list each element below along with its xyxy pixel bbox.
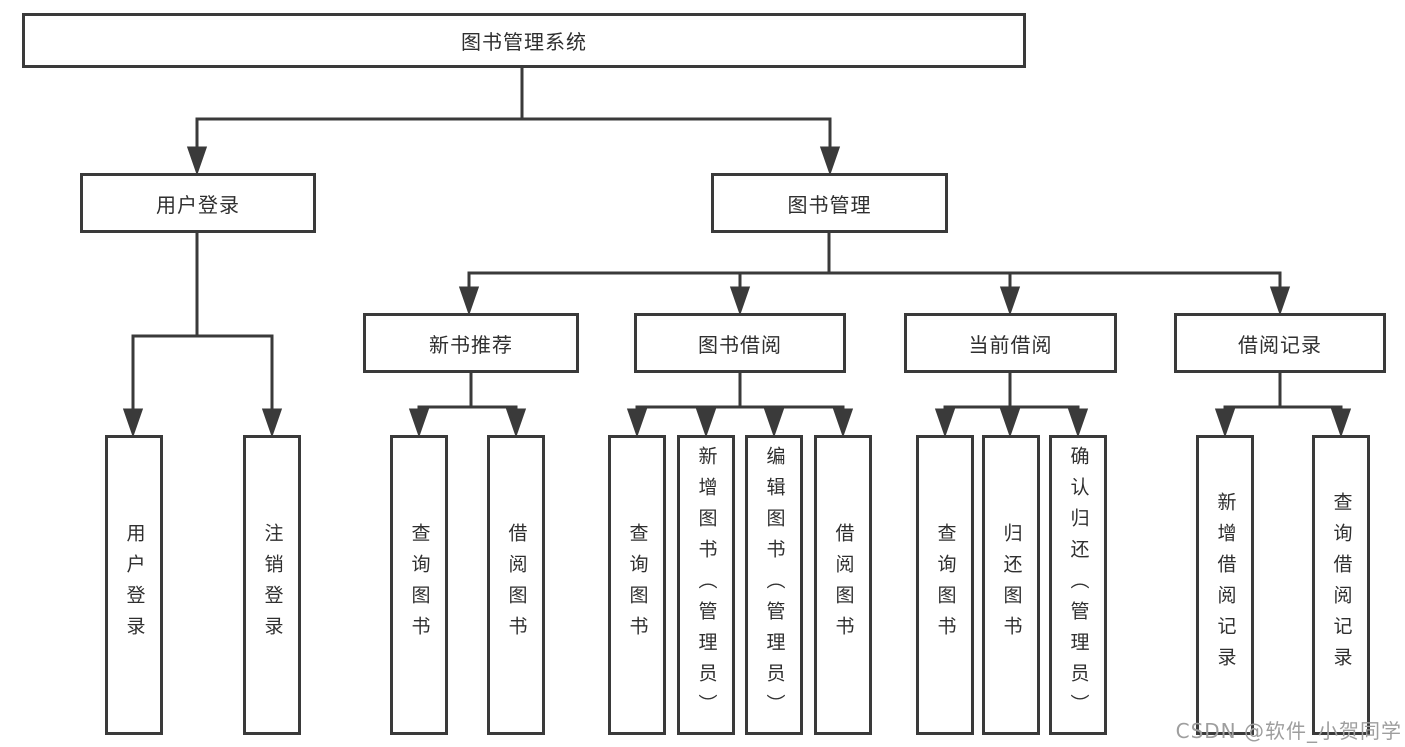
node-label: 新增图书（管理员） bbox=[695, 445, 718, 725]
node-label: 查询借阅记录 bbox=[1330, 492, 1353, 678]
node-label: 确认归还（管理员） bbox=[1067, 445, 1090, 725]
connector-user-login bbox=[122, 233, 283, 438]
node-book-management: 图书管理 bbox=[711, 173, 948, 233]
arrow-down-icon bbox=[999, 408, 1021, 438]
connector-borrowing-records bbox=[1214, 373, 1352, 438]
node-label: 新书推荐 bbox=[429, 332, 513, 357]
arrow-down-icon bbox=[122, 408, 144, 438]
leaf-return-books: 归还图书 bbox=[982, 435, 1040, 735]
arrow-down-icon bbox=[1214, 408, 1236, 438]
node-label: 借阅记录 bbox=[1238, 332, 1322, 357]
arrow-down-icon bbox=[186, 146, 208, 176]
connector-new-book-recommendation bbox=[408, 373, 527, 438]
leaf-add-borrow-record: 新增借阅记录 bbox=[1196, 435, 1254, 735]
leaf-query-books-current: 查询图书 bbox=[916, 435, 974, 735]
node-library-management-system: 图书管理系统 bbox=[22, 13, 1026, 68]
connector-book-management bbox=[458, 233, 1291, 316]
node-label: 图书管理 bbox=[787, 192, 872, 217]
node-book-borrowing: 图书借阅 bbox=[634, 313, 846, 373]
node-label: 查询图书 bbox=[934, 523, 957, 647]
arrow-down-icon bbox=[729, 286, 751, 316]
arrow-down-icon bbox=[763, 408, 785, 438]
node-label: 当前借阅 bbox=[968, 332, 1053, 357]
leaf-edit-book-admin: 编辑图书（管理员） bbox=[745, 435, 803, 735]
arrow-down-icon bbox=[458, 286, 480, 316]
arrow-down-icon bbox=[408, 408, 430, 438]
arrow-down-icon bbox=[832, 408, 854, 438]
node-label: 查询图书 bbox=[408, 523, 431, 647]
arrow-down-icon bbox=[934, 408, 956, 438]
csdn-watermark: CSDN @软件_小贺同学 bbox=[1175, 719, 1402, 743]
arrow-down-icon bbox=[819, 146, 841, 176]
connector-root bbox=[186, 68, 841, 176]
node-current-borrowing: 当前借阅 bbox=[904, 313, 1117, 373]
node-label: 编辑图书（管理员） bbox=[763, 445, 786, 725]
arrow-down-icon bbox=[626, 408, 648, 438]
leaf-borrow-books-recommend: 借阅图书 bbox=[487, 435, 545, 735]
node-label: 借阅图书 bbox=[832, 523, 855, 647]
connector-book-borrowing bbox=[626, 373, 854, 438]
arrow-down-icon bbox=[1067, 408, 1089, 438]
node-label: 图书管理系统 bbox=[461, 30, 587, 54]
leaf-user-login: 用户登录 bbox=[105, 435, 163, 735]
node-label: 借阅图书 bbox=[505, 523, 528, 647]
connector-current-borrowing bbox=[934, 373, 1089, 438]
node-label: 图书借阅 bbox=[698, 332, 782, 357]
node-label: 注销登录 bbox=[261, 523, 284, 647]
node-user-login: 用户登录 bbox=[80, 173, 316, 233]
arrow-down-icon bbox=[505, 408, 527, 438]
leaf-query-books-recommend: 查询图书 bbox=[390, 435, 448, 735]
node-label: 用户登录 bbox=[123, 523, 146, 647]
node-new-book-recommendation: 新书推荐 bbox=[363, 313, 579, 373]
leaf-query-books-borrowing: 查询图书 bbox=[608, 435, 666, 735]
node-label: 归还图书 bbox=[1000, 523, 1023, 647]
arrow-down-icon bbox=[1269, 286, 1291, 316]
arrow-down-icon bbox=[695, 408, 717, 438]
node-label: 新增借阅记录 bbox=[1214, 492, 1237, 678]
node-borrowing-records: 借阅记录 bbox=[1174, 313, 1386, 373]
leaf-confirm-return-admin: 确认归还（管理员） bbox=[1049, 435, 1107, 735]
node-label: 查询图书 bbox=[626, 523, 649, 647]
leaf-logout: 注销登录 bbox=[243, 435, 301, 735]
leaf-borrow-books-borrowing: 借阅图书 bbox=[814, 435, 872, 735]
node-label: 用户登录 bbox=[156, 192, 240, 217]
arrow-down-icon bbox=[1330, 408, 1352, 438]
leaf-query-borrow-record: 查询借阅记录 bbox=[1312, 435, 1370, 735]
arrow-down-icon bbox=[261, 408, 283, 438]
leaf-add-book-admin: 新增图书（管理员） bbox=[677, 435, 735, 735]
arrow-down-icon bbox=[999, 286, 1021, 316]
